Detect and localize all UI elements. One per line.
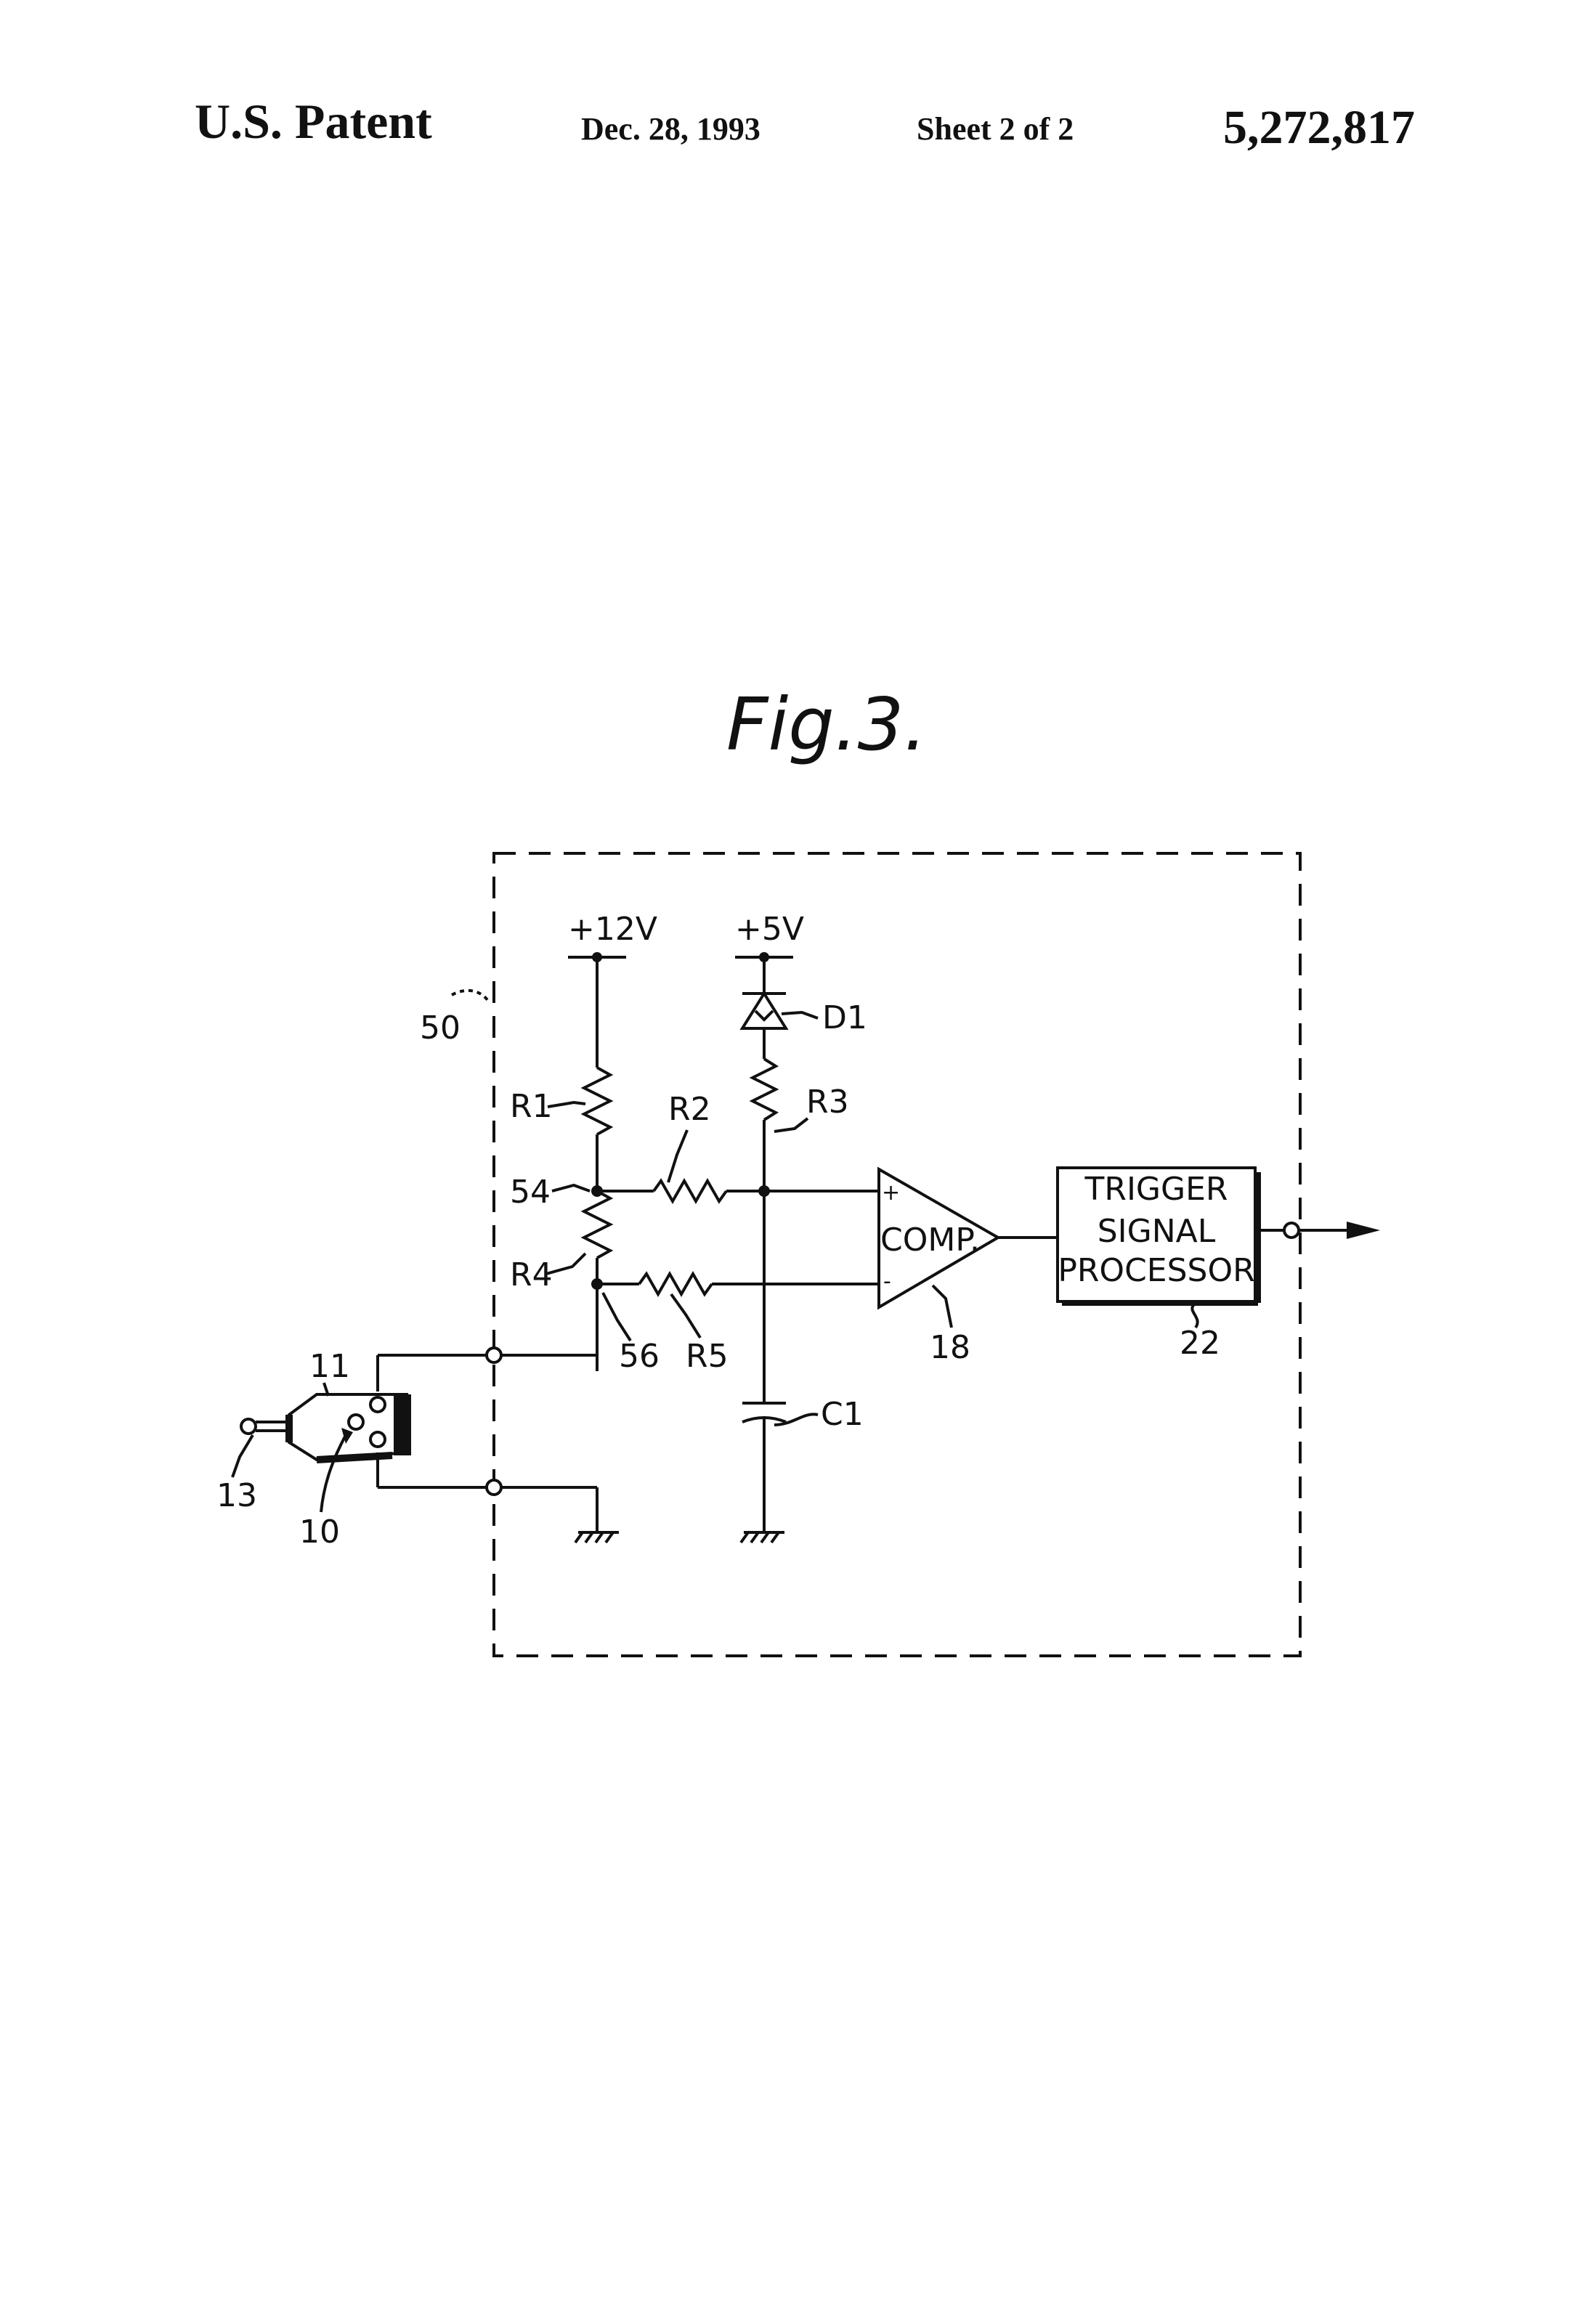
- stylus-13: [240, 1418, 289, 1435]
- diode-d1-mark: [754, 1009, 774, 1022]
- capacitor-c1-plate-bottom: [742, 1416, 787, 1423]
- circuit-boundary-50: [492, 852, 1302, 1657]
- leader-r3: [774, 1117, 809, 1133]
- leader-r4: [545, 1252, 587, 1275]
- terminal-top: [485, 1346, 503, 1364]
- label-11: 11: [309, 1348, 350, 1385]
- label-comp-plus: +: [882, 1180, 900, 1206]
- patent-title: U.S. Patent: [195, 94, 432, 149]
- resistor-r4: [580, 1190, 614, 1259]
- leader-18: [931, 1284, 953, 1328]
- label-signal: SIGNAL: [1098, 1213, 1216, 1250]
- leader-d1: [781, 1010, 819, 1020]
- label-r3: R3: [806, 1084, 849, 1121]
- leader-56: [601, 1292, 632, 1342]
- leader-r2: [667, 1129, 689, 1183]
- leader-22: [1190, 1303, 1199, 1329]
- leader-13: [231, 1434, 254, 1478]
- leader-10: [320, 1434, 347, 1513]
- leader-r1: [547, 1100, 586, 1108]
- leader-10-arrow: [341, 1428, 353, 1444]
- output-terminal: [1283, 1222, 1300, 1239]
- label-22: 22: [1180, 1325, 1220, 1362]
- terminal-bottom: [485, 1479, 503, 1496]
- label-trigger: TRIGGER: [1084, 1171, 1228, 1208]
- resistor-r3: [749, 1057, 779, 1121]
- label-comp-minus: -: [883, 1269, 891, 1294]
- label-5v: +5V: [735, 911, 804, 948]
- label-12v: +12V: [568, 911, 657, 948]
- label-d1: D1: [822, 999, 867, 1036]
- leader-50: [451, 988, 490, 1002]
- leader-r5: [670, 1293, 702, 1339]
- output-arrow: [1347, 1222, 1380, 1239]
- label-50: 50: [420, 1009, 461, 1047]
- resistor-r2: [652, 1177, 728, 1205]
- ground-c1-hatch: [739, 1531, 780, 1544]
- patent-date: Dec. 28, 1993: [581, 111, 760, 147]
- label-processor: PROCESSOR: [1058, 1252, 1254, 1289]
- label-comp: COMP.: [880, 1222, 980, 1259]
- resistor-r1: [580, 1066, 614, 1136]
- label-r1: R1: [510, 1088, 553, 1125]
- patent-number: 5,272,817: [1223, 101, 1415, 154]
- diode-d1: [739, 991, 789, 1030]
- label-c1: C1: [821, 1396, 864, 1433]
- probe-11: [285, 1393, 411, 1463]
- leader-11: [323, 1382, 330, 1397]
- leader-c1: [774, 1413, 819, 1426]
- sheet-number: Sheet 2 of 2: [917, 111, 1074, 147]
- label-r4: R4: [510, 1256, 553, 1293]
- label-r5: R5: [686, 1338, 729, 1375]
- label-r2: R2: [668, 1091, 711, 1128]
- label-56: 56: [619, 1338, 660, 1375]
- label-18: 18: [930, 1329, 970, 1366]
- resistor-r5: [638, 1270, 713, 1298]
- leader-54: [551, 1183, 591, 1193]
- label-54: 54: [510, 1174, 551, 1211]
- ground-left-hatch: [574, 1531, 614, 1544]
- label-13: 13: [216, 1477, 257, 1514]
- comparator-18: [877, 1166, 1001, 1310]
- figure-title: Fig.3.: [726, 682, 927, 767]
- label-10: 10: [299, 1514, 340, 1551]
